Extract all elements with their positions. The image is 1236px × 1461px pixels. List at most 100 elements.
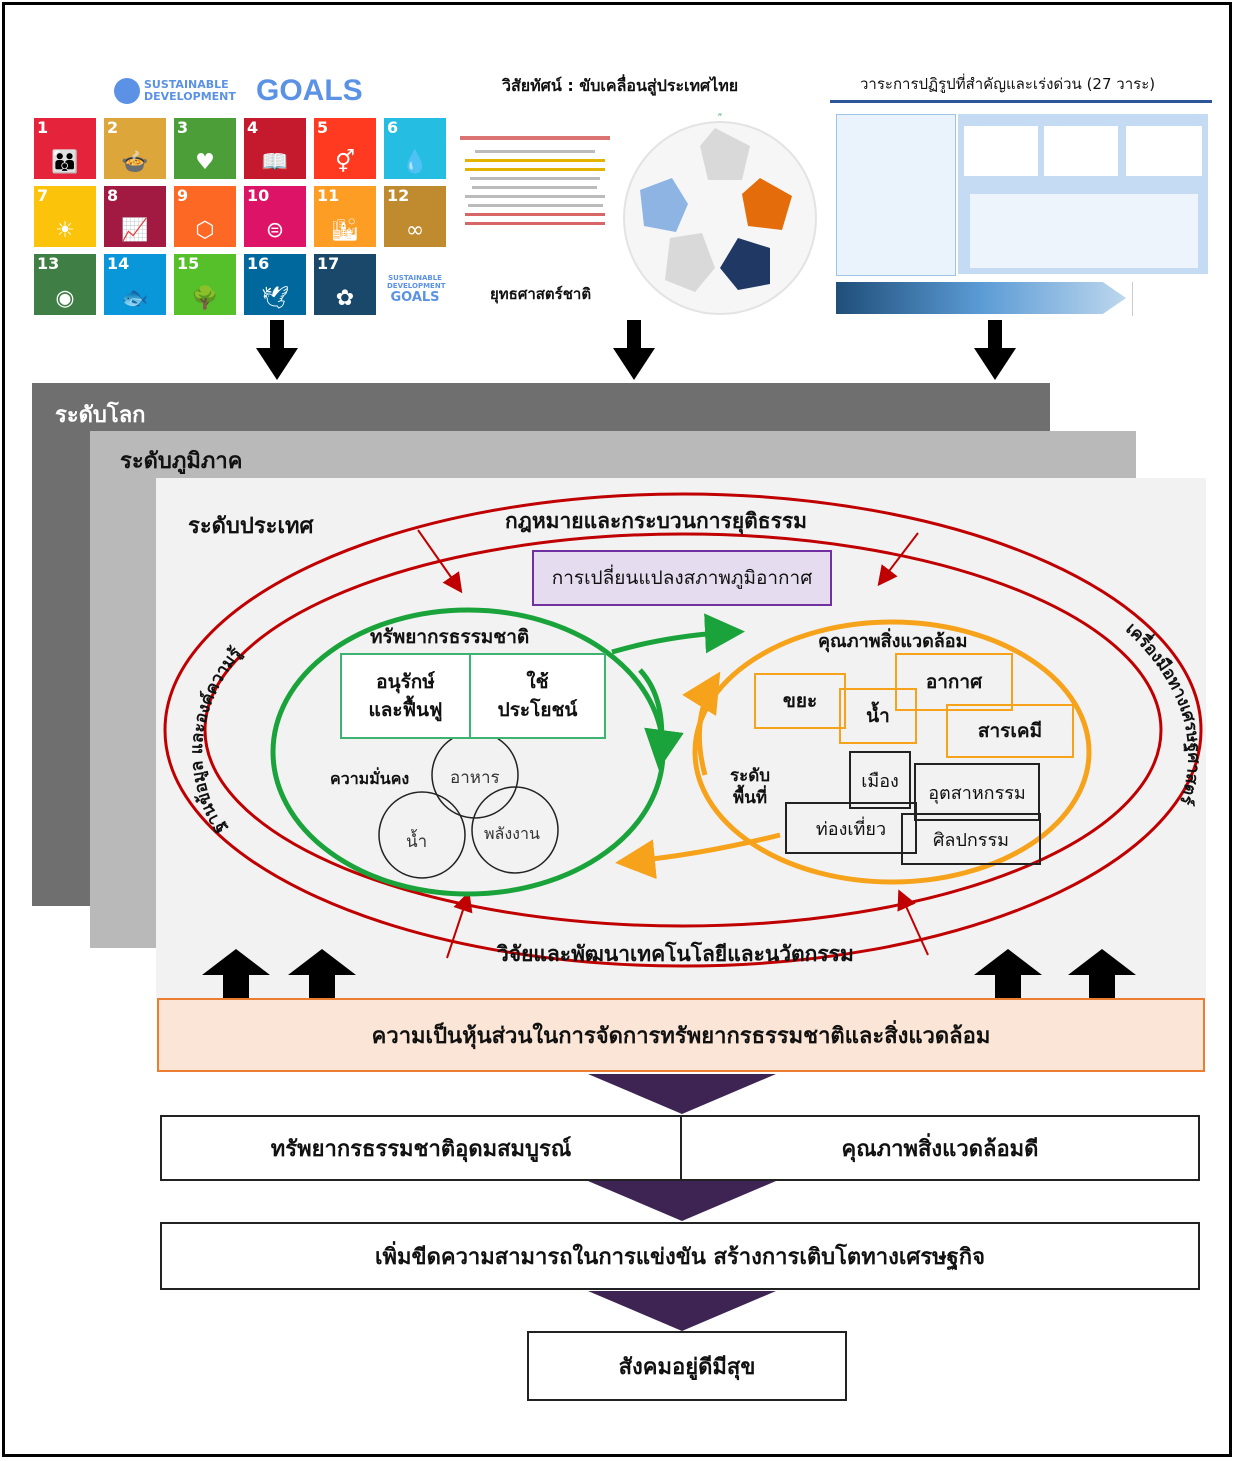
sdg-goal-tile: 1👪 — [34, 118, 96, 179]
sdg-goal-tile: 2🍲 — [104, 118, 166, 179]
sdg-goal-tile: 14 🐟 — [104, 254, 166, 315]
sdg-goal-icon: ◉ — [55, 286, 75, 311]
industry-box: อุตสาหกรรม — [914, 763, 1040, 821]
energy-label: พลังงาน — [484, 824, 540, 843]
reform-summary-right-card1 — [964, 126, 1038, 176]
inner-ring-ellipse — [203, 532, 1163, 928]
sdg-goal-number: 14 — [107, 254, 130, 273]
happy-society-box: สังคมอยู่ดีมีสุข — [527, 1331, 847, 1401]
conserve-restore-box: อนุรักษ์ และฟื้นฟู — [340, 653, 471, 739]
sdg-goal-tile: 12∞ — [384, 186, 446, 247]
down-arrow-icon — [974, 320, 1016, 380]
sdg-goal-number: 7 — [37, 186, 49, 205]
security-label: ความมั่นคง — [330, 769, 410, 788]
sdg-goal-tile: 13 ◉ — [34, 254, 96, 315]
sdg-goal-number: 15 — [177, 254, 200, 273]
sdg-goal-tile: 7☀ — [34, 186, 96, 247]
green-flow-arrow-down — [638, 668, 684, 770]
sdg-goal-icon: ☀ — [55, 218, 75, 243]
sdg-goal-icon: 🏙 — [331, 218, 359, 243]
sdg-goal-number: 4 — [247, 118, 259, 137]
tourism-box: ท่องเที่ยว — [785, 802, 917, 854]
competitiveness-box: เพิ่มขีดความสามารถในการแข่งขัน สร้างการเ… — [160, 1222, 1200, 1290]
up-arrow-icon — [1068, 949, 1136, 999]
sdg-goal-tile: 16🕊 — [244, 254, 306, 315]
sdg-goal-tile: 6💧 — [384, 118, 446, 179]
red-arrow-research-left — [446, 891, 473, 959]
sdg-goal-number: 1 — [37, 118, 49, 137]
partnership-box: ความเป็นหุ้นส่วนในการจัดการทรัพยากรธรรมช… — [157, 998, 1205, 1072]
law-justice-label: กฎหมายและกระบวนการยุติธรรม — [505, 509, 807, 533]
water-security-label: น้ำ — [406, 832, 428, 852]
vision-panel: วิสัยทัศน์ : ขับเคลื่อนสู่ประเทศไทย ยุทธ… — [460, 70, 822, 325]
sdg-goal-tile: 15 🌳 — [174, 254, 236, 315]
sdg-goal-tile: 10⊜ — [244, 186, 306, 247]
reform-panel: วาระการปฏิรูปที่สำคัญและเร่งด่วน (27 วาร… — [830, 70, 1214, 325]
flow-down-arrow-1 — [588, 1074, 776, 1114]
national-level-label: ระดับประเทศ — [188, 514, 314, 539]
sdg-goal-icon: ⊜ — [265, 218, 285, 243]
water-quality-box: น้ำ — [839, 688, 917, 744]
red-arrow-law-left — [417, 529, 463, 594]
sdg-goal-icon: 📖 — [261, 150, 289, 175]
bottom-up-arrows — [202, 949, 1136, 999]
flow-down-arrow-3 — [588, 1291, 776, 1331]
up-arrow-icon — [202, 949, 270, 999]
sdg-goal-tile: 5⚥ — [314, 118, 376, 179]
environment-quality-ellipse — [692, 619, 1092, 885]
environment-quality-title: คุณภาพสิ่งแวดล้อม — [818, 631, 968, 652]
sdg-logo-goals: GOALS — [256, 74, 363, 107]
sdg-goal-number: 5 — [317, 118, 329, 137]
sdg-logo-tile-text: DEVELOPMENT — [387, 282, 446, 290]
natural-resources-title: ทรัพยากรธรรมชาติ — [370, 626, 530, 648]
sdg-panel: SUSTAINABLE DEVELOPMENT GOALS 1👪2🍲3♥4📖5⚥… — [34, 74, 454, 322]
sdg-goal-tile: 11🏙 — [314, 186, 376, 247]
sdg-logo-tile-text: SUSTAINABLE — [388, 274, 442, 282]
water-circle — [378, 791, 466, 879]
good-environment-box: คุณภาพสิ่งแวดล้อมดี — [680, 1115, 1200, 1181]
vision-title: วิสัยทัศน์ : ขับเคลื่อนสู่ประเทศไทย — [502, 76, 739, 95]
sdg-goal-tile: 17 ✿ — [314, 254, 376, 315]
sdg-goal-icon: 🌳 — [191, 286, 219, 311]
sdg-goal-icon: 👪 — [51, 150, 79, 175]
sdg-goal-tile: 8📈 — [104, 186, 166, 247]
un-emblem-icon — [114, 78, 140, 104]
rich-resources-box: ทรัพยากรธรรมชาติอุดมสมบูรณ์ — [160, 1115, 682, 1181]
sdg-goal-icon: ✿ — [335, 286, 355, 311]
strategy-text-block — [460, 130, 620, 280]
sdg-goal-number: 2 — [107, 118, 119, 137]
flow-down-arrow-2 — [588, 1181, 776, 1221]
sdg-goal-icon: 💧 — [401, 150, 429, 175]
sdg-goal-icon: 🍲 — [121, 150, 149, 175]
strategy-pentagon-diagram: ” — [623, 113, 817, 315]
sdg-goal-number: 8 — [107, 186, 119, 205]
food-label: อาหาร — [450, 768, 500, 788]
utilize-box: ใช้ ประโยชน์ — [469, 653, 606, 739]
sdg-goal-number: 3 — [177, 118, 189, 137]
sdg-goal-icon: 📈 — [121, 218, 149, 243]
global-level-label: ระดับโลก — [55, 403, 146, 428]
reform-summary-right-card2 — [1044, 126, 1118, 176]
svg-text:”: ” — [718, 113, 723, 123]
chemical-box: สารเคมี — [946, 704, 1074, 758]
sdg-goal-tile: 3♥ — [174, 118, 236, 179]
sdg-logo-line2: DEVELOPMENT — [144, 90, 236, 103]
reform-summary-right-card3 — [1126, 126, 1202, 176]
sdg-goal-number: 17 — [317, 254, 340, 273]
sdg-goal-icon: 🐟 — [121, 286, 149, 311]
energy-circle — [471, 786, 559, 874]
sdg-goal-number: 13 — [37, 254, 60, 273]
climate-change-box: การเปลี่ยนแปลงสภาพภูมิอากาศ — [532, 550, 832, 606]
vision-caption: ยุทธศาสตร์ชาติ — [490, 285, 592, 303]
sdg-goal-number: 9 — [177, 186, 189, 205]
reform-summary-right-card4 — [970, 194, 1198, 268]
up-arrow-icon — [288, 949, 356, 999]
sdg-goal-number: 12 — [387, 186, 410, 205]
art-box: ศิลปกรรม — [901, 813, 1041, 865]
reform-process-arrow-bar — [836, 282, 1126, 314]
reform-process-legend — [1132, 282, 1209, 316]
sdg-logo-line1: SUSTAINABLE — [144, 78, 229, 91]
